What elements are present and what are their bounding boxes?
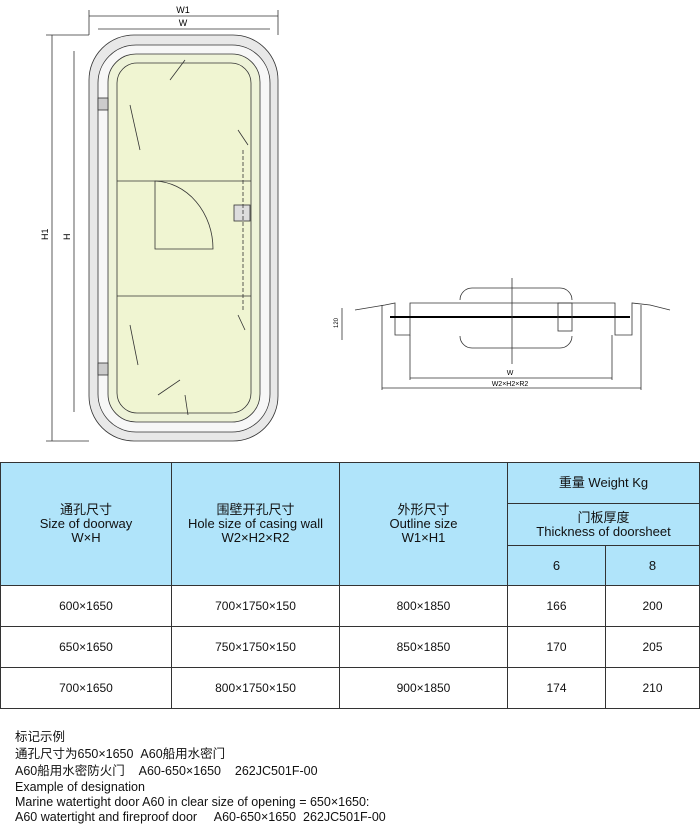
door-drawing: W1 W H1 H W W2×H2×R2 120 [40,5,671,442]
dim-w1: W1 [176,5,190,15]
dim-h: H [62,234,72,241]
dim-h1: H1 [40,228,50,240]
section-dim-120: 120 [334,317,340,328]
note-line: 通孔尺寸为650×1650 A60船用水密门 [15,747,226,761]
note-line: Marine watertight door A60 in clear size… [15,795,370,809]
header-weight: 重量 Weight Kg [507,462,700,504]
note-line: 标记示例 [15,730,66,744]
section-view [341,278,671,390]
designation-notes: 标记示例 通孔尺寸为650×1650 A60船用水密门 A60船用水密防火门 A… [15,729,386,825]
dim-w: W [179,18,188,28]
header-t6: 6 [507,545,606,586]
note-line: A60 watertight and fireproof door A60-65… [15,810,386,824]
header-t8: 8 [605,545,700,586]
section-dim-w: W [507,370,514,377]
section-dim-w2: W2×H2×R2 [492,381,529,388]
note-line: A60船用水密防火门 A60-650×1650 262JC501F-00 [15,764,318,778]
note-line: Example of designation [15,780,145,794]
